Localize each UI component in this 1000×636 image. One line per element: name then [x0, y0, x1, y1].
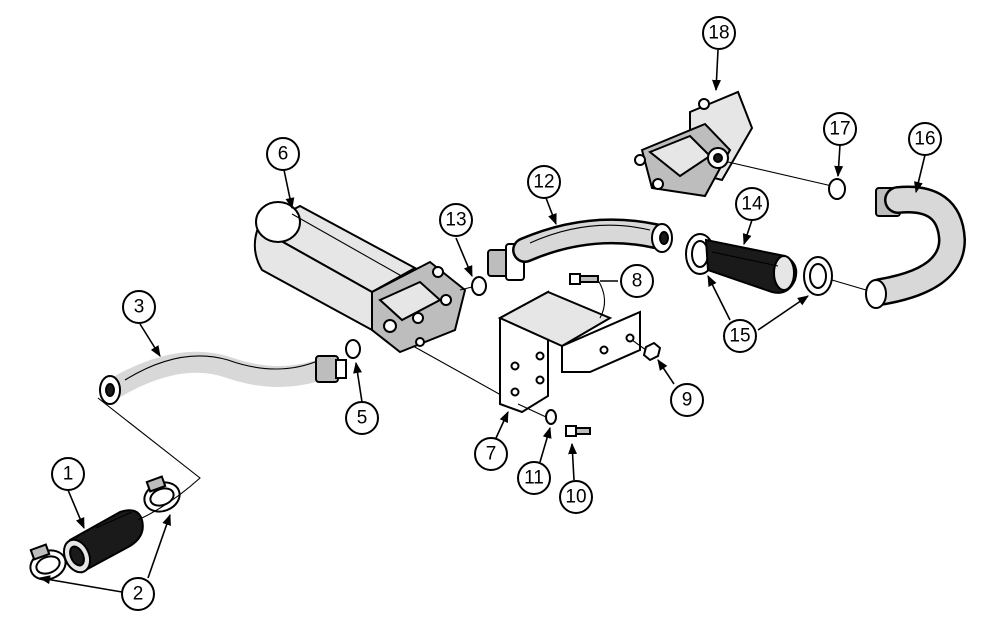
- leader-6: [283, 169, 295, 210]
- svg-text:12: 12: [533, 172, 554, 193]
- svg-text:13: 13: [445, 210, 466, 231]
- callout-10: 10: [559, 480, 593, 514]
- part-10-bolt: [565, 425, 591, 437]
- part-2-hose-clamp-left: [29, 543, 67, 581]
- part-1-hose-sleeve: [62, 509, 144, 574]
- svg-text:9: 9: [682, 390, 693, 411]
- svg-text:8: 8: [632, 271, 643, 292]
- part-3-hose: [99, 351, 347, 405]
- part-11-washer: [545, 409, 557, 425]
- part-17-o-ring: [828, 178, 846, 200]
- svg-text:18: 18: [708, 23, 729, 44]
- svg-text:15: 15: [729, 326, 750, 347]
- callout-9: 9: [670, 383, 704, 417]
- assembly-line-1-3: [97, 397, 201, 521]
- callout-7: 7: [474, 437, 508, 471]
- leader-12: [545, 197, 557, 226]
- svg-text:11: 11: [524, 468, 544, 489]
- assembly-line-18-17: [727, 161, 833, 187]
- callout-17: 17: [823, 112, 857, 146]
- leader-15-right: [757, 295, 809, 331]
- svg-text:14: 14: [741, 194, 763, 215]
- part-7-bracket: [497, 290, 641, 414]
- leader-16: [914, 154, 926, 194]
- svg-text:16: 16: [914, 129, 935, 150]
- assembly-line-6-7: [412, 345, 511, 401]
- callout-13: 13: [439, 203, 473, 237]
- part-13-o-ring: [471, 276, 487, 296]
- assembly-line-15-16: [831, 279, 867, 291]
- svg-text:5: 5: [357, 408, 368, 429]
- callout-5: 5: [345, 401, 379, 435]
- svg-text:3: 3: [134, 297, 145, 318]
- part-5-o-ring: [345, 339, 361, 359]
- leader-2-right: [147, 513, 171, 579]
- leader-13: [455, 237, 473, 278]
- svg-text:1: 1: [63, 464, 74, 485]
- callout-11: 11: [517, 461, 551, 495]
- leader-10: [568, 442, 578, 481]
- assembly-line-11: [517, 403, 547, 418]
- part-8-bolt: [569, 273, 599, 285]
- callout-3: 3: [122, 290, 156, 324]
- callout-12: 12: [527, 165, 561, 199]
- assembly-line-9: [631, 339, 647, 351]
- part-16-u-hose: [865, 185, 967, 309]
- leader-9: [657, 359, 675, 385]
- svg-text:2: 2: [133, 584, 144, 605]
- leader-1: [67, 489, 85, 530]
- part-6-fuel-filter: [253, 201, 467, 354]
- svg-text:6: 6: [278, 144, 289, 165]
- leader-5: [353, 361, 363, 403]
- callout-8: 8: [620, 264, 654, 298]
- assembly-line-8: [597, 279, 606, 319]
- callout-1: 1: [51, 457, 85, 491]
- svg-text:17: 17: [829, 119, 850, 140]
- leader-7: [495, 410, 509, 439]
- callout-16: 16: [908, 122, 942, 156]
- assembly-line-13: [459, 286, 473, 291]
- callout-2: 2: [121, 577, 155, 611]
- leader-11: [539, 426, 552, 463]
- leader-15-left: [707, 274, 731, 321]
- leader-2-left: [38, 575, 123, 593]
- svg-text:10: 10: [565, 487, 586, 508]
- leader-14: [742, 219, 753, 246]
- callout-14: 14: [735, 187, 769, 221]
- leader-18: [712, 49, 721, 92]
- part-12-hose: [487, 218, 673, 281]
- callout-6: 6: [266, 137, 300, 171]
- part-2-hose-clamp-right: [143, 475, 181, 513]
- callout-18: 18: [702, 16, 736, 50]
- part-15-hose-clamp-right: [803, 256, 833, 296]
- callout-15: 15: [723, 319, 757, 353]
- part-14-hose-sleeve: [704, 238, 798, 294]
- part-18-fuel-pump: [634, 90, 754, 198]
- part-9-nut: [642, 341, 662, 362]
- leader-3: [139, 323, 161, 357]
- svg-text:7: 7: [486, 444, 497, 465]
- leader-17: [834, 144, 844, 178]
